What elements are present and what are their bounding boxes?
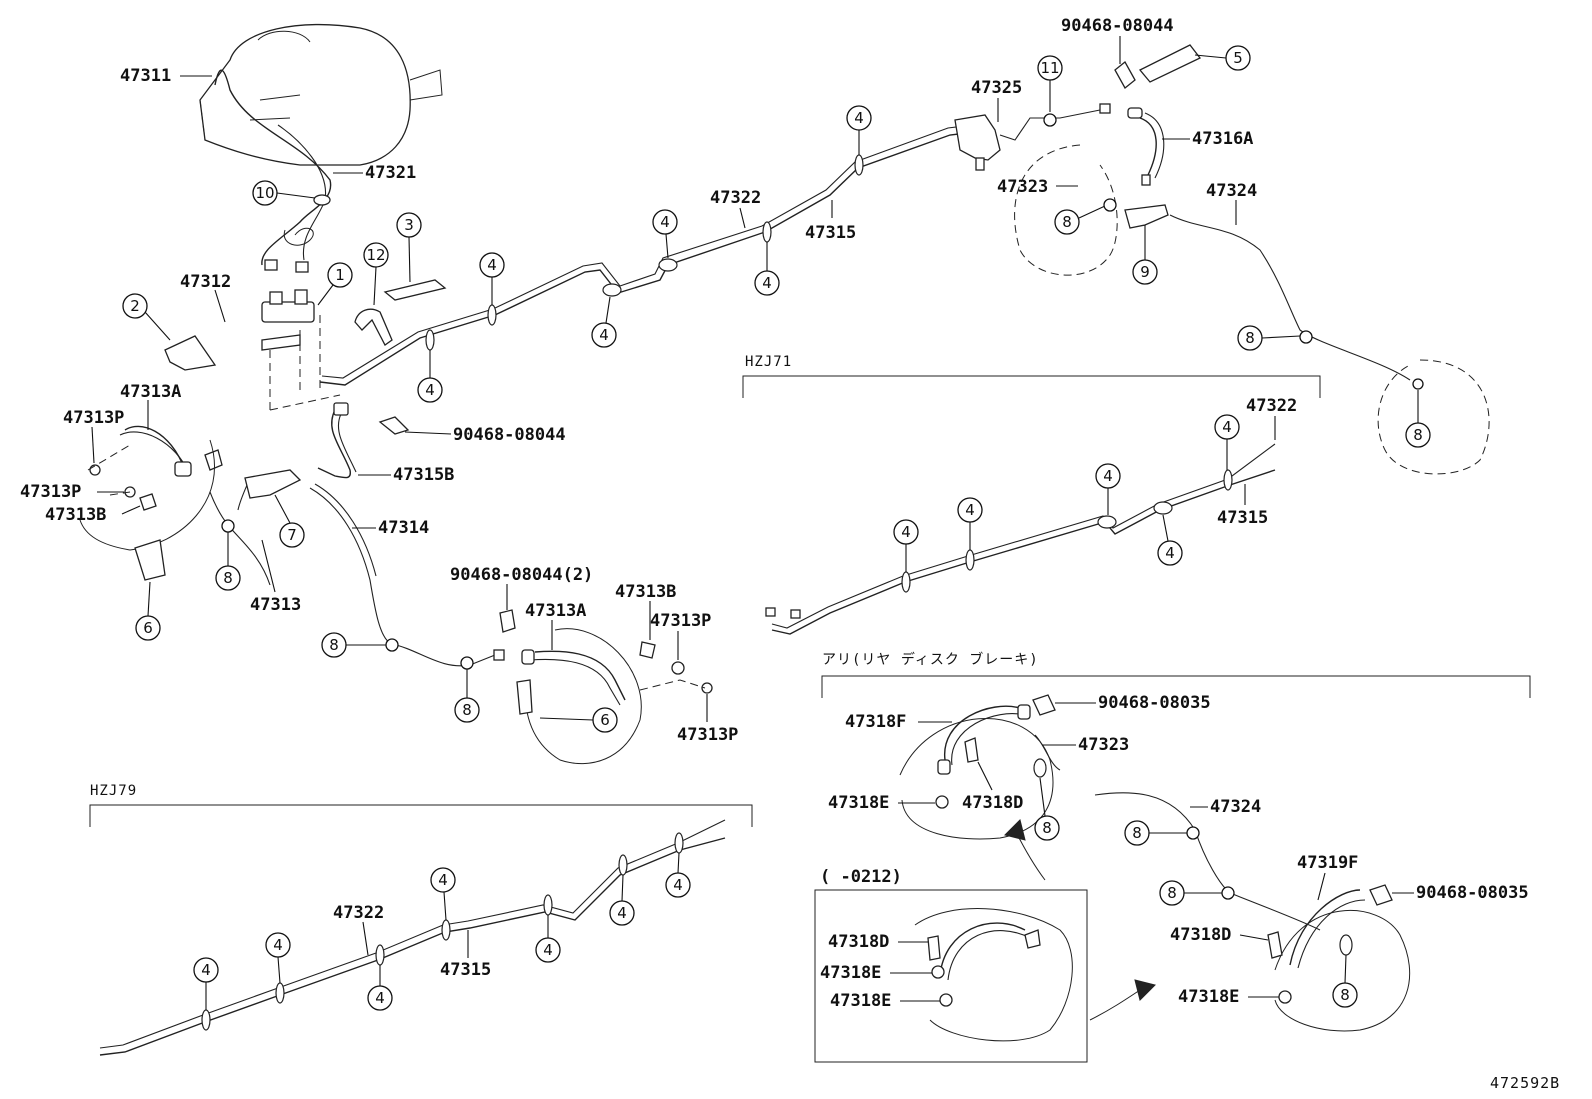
callout-2: 2 [130, 297, 140, 315]
callout-4-b: 4 [487, 256, 497, 274]
label-47322-hzj71: 47322 [1246, 396, 1297, 416]
label-47313A-b: 47313A [525, 601, 586, 621]
section-hzj71: HZJ71 [745, 354, 792, 370]
label-47322-hzj79: 47322 [333, 903, 384, 923]
label-47318D-a: 47318D [962, 793, 1023, 813]
callout-4-g: 4 [901, 523, 911, 541]
callout-10: 10 [255, 184, 274, 202]
callout-8-b: 8 [1245, 329, 1255, 347]
label-90468-08035-b: 90468-08035 [1416, 883, 1529, 903]
label-47313B-a: 47313B [45, 505, 106, 525]
label-90468-08035-a: 90468-08035 [1098, 693, 1211, 713]
callout-4-q: 4 [617, 904, 627, 922]
label-47315-hzj79: 47315 [440, 960, 491, 980]
label-47319F: 47319F [1297, 853, 1358, 873]
label-47324-main: 47324 [1206, 181, 1257, 201]
rear-disc-bracket-line [821, 675, 1531, 698]
label-47318D-c: 47318D [828, 932, 889, 952]
section-rear-disc: アリ(リヤ ディスク ブレーキ) [822, 651, 1039, 668]
callout-4-k: 4 [1222, 418, 1232, 436]
callout-12: 12 [366, 246, 385, 264]
callout-11: 11 [1040, 59, 1059, 77]
callout-4-j: 4 [1165, 544, 1175, 562]
label-47313P-c: 47313P [650, 611, 711, 631]
diagram-id: 472592B [1490, 1074, 1560, 1092]
label-90468-08044-2: 90468-08044(2) [450, 565, 593, 585]
callout-3: 3 [404, 216, 414, 234]
label-47324-disc: 47324 [1210, 797, 1261, 817]
label-47321: 47321 [365, 163, 416, 183]
label-47314: 47314 [378, 518, 429, 538]
callout-4-e: 4 [762, 274, 772, 292]
callout-4-o: 4 [438, 871, 448, 889]
callout-6-b: 6 [600, 711, 610, 729]
callout-8-j: 8 [1340, 986, 1350, 1004]
callout-4-h: 4 [965, 501, 975, 519]
label-47315-hzj71: 47315 [1217, 508, 1268, 528]
label-47318D-b: 47318D [1170, 925, 1231, 945]
label-47318E-d: 47318E [830, 991, 891, 1011]
callout-5: 5 [1233, 49, 1243, 67]
callout-4-n: 4 [375, 989, 385, 1007]
callout-8-e: 8 [329, 636, 339, 654]
callout-4-i: 4 [1103, 467, 1113, 485]
label-90468-08044-b: 90468-08044 [453, 425, 566, 445]
label-47313A-a: 47313A [120, 382, 181, 402]
section-hzj79: HZJ79 [90, 783, 137, 799]
callout-6-a: 6 [143, 619, 153, 637]
callout-4-f: 4 [854, 109, 864, 127]
label-47313B-b: 47313B [615, 582, 676, 602]
section-date-range: ( -0212) [820, 867, 902, 887]
callout-4-c: 4 [599, 326, 609, 344]
callout-1: 1 [335, 266, 345, 284]
callout-bubbles: 1 2 3 12 10 4 4 4 4 4 4 [122, 45, 1431, 1011]
part-number-labels: 47311 47321 47312 47313A 47313P 47313P 4… [20, 16, 1560, 1092]
label-47313P-a: 47313P [63, 408, 124, 428]
callout-9: 9 [1140, 263, 1150, 281]
callout-8-c: 8 [1413, 426, 1423, 444]
label-47323-disc: 47323 [1078, 735, 1129, 755]
label-47318E-c: 47318E [820, 963, 881, 983]
callout-4-p: 4 [543, 941, 553, 959]
callout-8-g: 8 [1042, 819, 1052, 837]
label-47318E-a: 47318E [828, 793, 889, 813]
label-47323-main: 47323 [997, 177, 1048, 197]
inset-box [814, 889, 1088, 1063]
callout-4-d: 4 [660, 213, 670, 231]
proportioning-valve [261, 289, 341, 411]
callout-4-m: 4 [273, 936, 283, 954]
label-47313P-b: 47313P [20, 482, 81, 502]
label-47322-main: 47322 [710, 188, 761, 208]
label-47312: 47312 [180, 272, 231, 292]
label-47311: 47311 [120, 66, 171, 86]
callout-8-a: 8 [1062, 213, 1072, 231]
callout-8-i: 8 [1167, 884, 1177, 902]
label-47318E-b: 47318E [1178, 987, 1239, 1007]
hzj79-bracket-line [89, 804, 753, 827]
callout-4-a: 4 [425, 381, 435, 399]
callout-4-l: 4 [201, 961, 211, 979]
hzj71-bracket-line [742, 375, 1321, 398]
callout-8-h: 8 [1132, 824, 1142, 842]
label-47316A: 47316A [1192, 129, 1253, 149]
label-47313: 47313 [250, 595, 301, 615]
callout-8-d: 8 [223, 569, 233, 587]
label-90468-08044-a: 90468-08044 [1061, 16, 1174, 36]
label-47325: 47325 [971, 78, 1022, 98]
callout-7: 7 [287, 526, 297, 544]
label-47318F: 47318F [845, 712, 906, 732]
callout-8-f: 8 [462, 701, 472, 719]
callout-4-r: 4 [673, 876, 683, 894]
label-47315B: 47315B [393, 465, 454, 485]
label-47315-main: 47315 [805, 223, 856, 243]
brake-booster-illustration [199, 23, 443, 166]
label-47313P-d: 47313P [677, 725, 738, 745]
